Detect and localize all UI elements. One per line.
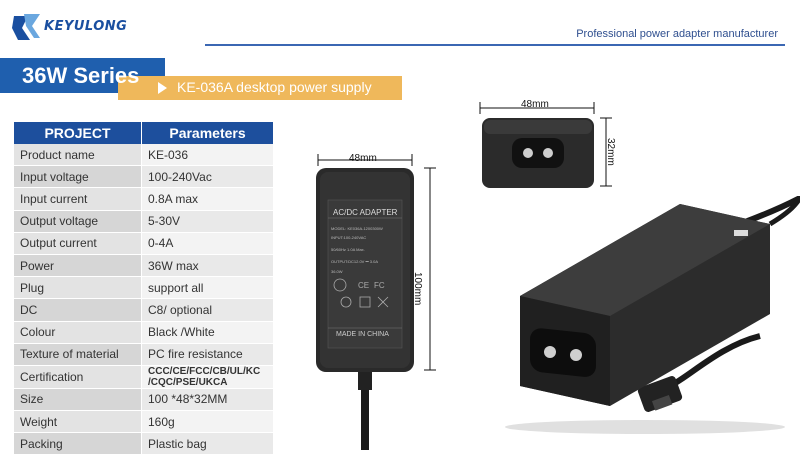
label-power: 36.0W [331,269,343,274]
series-subtitle: KE-036A desktop power supply [177,79,372,95]
row-value: 100-240Vac [141,165,273,189]
pse-mark-icon [359,296,371,308]
row-label: Certification [14,365,142,389]
row-value: 0.8A max [141,187,273,211]
header: KEYULONG Professional power adapter manu… [0,0,800,50]
label-title: AC/DC ADAPTER [333,208,398,217]
ac-inlet-icon [530,328,596,377]
front-height-label: 100mm [412,272,423,306]
row-label: Power [14,254,142,278]
label-made-in: MADE IN CHINA [336,331,389,338]
row-value: PC fire resistance [141,343,273,366]
front-width-label: 48mm [349,153,377,164]
play-arrow-icon [158,82,167,94]
header-parameters: Parameters [141,122,273,144]
row-label: Packing [14,432,142,455]
series-title: 36W Series [22,63,140,88]
row-label: Input voltage [14,165,142,189]
ce-mark-icon: CE [358,281,369,290]
label-model: MODEL: KE036A-1200300W [331,226,383,231]
row-value: 5-30V [141,210,273,233]
tagline: Professional power adapter manufacturer [576,28,778,40]
row-value: KE-036 [141,144,273,167]
row-label: Colour [14,321,142,344]
adapter-front-view: CE FC [316,154,436,450]
ul-mark-icon [340,296,352,308]
row-label: Plug [14,276,142,300]
row-value: Plastic bag [141,432,273,455]
row-label: Input current [14,187,142,211]
label-output: OUTPUT:DC12.0V ⎓ 3.0A [331,259,378,264]
ac-inlet-icon [512,138,564,168]
row-label: Output voltage [14,210,142,233]
row-value: support all [141,276,273,300]
row-value: 0-4A [141,232,273,255]
brand-logo [12,14,40,40]
row-value: Black /White [141,321,273,344]
row-value: 100 *48*32MM [141,388,273,412]
row-value: C8/ optional [141,298,273,322]
row-value: 36W max [141,254,273,278]
row-label: DC [14,298,142,322]
ccc-mark-icon [333,278,347,292]
row-label: Output current [14,232,142,255]
label-input: INPUT:100-240VAC [331,235,367,240]
row-label: Product name [14,144,142,167]
label-frequency: 50/60Hz 1.0A Max. [331,247,365,252]
fcc-mark-icon: FC [374,281,385,290]
row-value: 160g [141,410,273,434]
side-height-label: 32mm [605,138,616,166]
side-width-label: 48mm [521,99,549,110]
row-value: CCC/CE/FCC/CB/UL/KC /CQC/PSE/UKCA [141,365,273,389]
header-rule [205,44,785,46]
row-label: Weight [14,410,142,434]
adapter-perspective-view [520,196,800,412]
shadow [505,420,785,434]
row-label: Texture of material [14,343,142,366]
row-label: Size [14,388,142,412]
adapter-side-view [479,102,612,188]
header-project: PROJECT [14,122,142,144]
brand-name: KEYULONG [44,19,128,34]
